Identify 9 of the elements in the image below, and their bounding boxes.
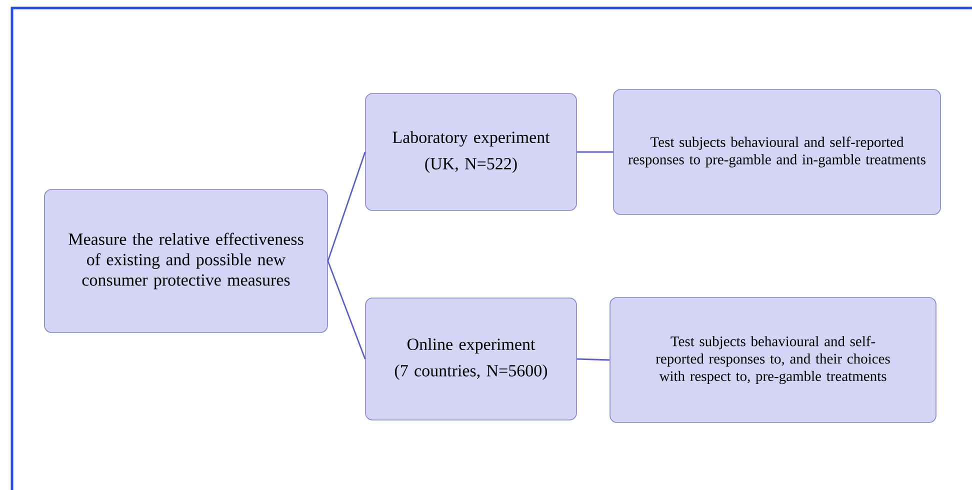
connector-line — [327, 152, 366, 262]
text-box: Laboratory experiment (UK, N=522) — [365, 93, 577, 211]
text-box: Measure the relative effectiveness of existing and possible new consumer protective measures — [44, 189, 328, 333]
connector-line — [327, 260, 366, 360]
text-box: Test subjects behavioural and self-reported responses to pre-gamble and in-gamble treatments — [613, 89, 941, 215]
connector-line — [576, 151, 614, 153]
connector-line — [576, 358, 610, 361]
text-box: Online experiment (7 countries, N=5600) — [365, 298, 577, 420]
text-box: Test subjects behavioural and self-reported responses to, and their choices with respect to, pre-gamble treatments — [610, 297, 936, 423]
